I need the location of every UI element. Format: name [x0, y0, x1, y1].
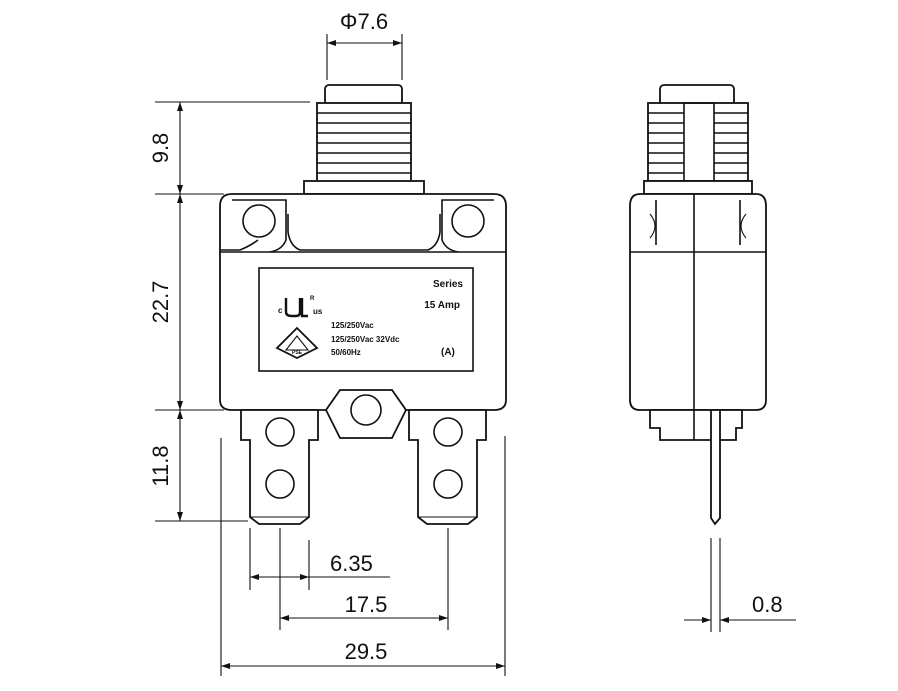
bushing-threads [317, 112, 411, 174]
bushing-nut [303, 180, 425, 195]
button-cap [324, 84, 403, 106]
ul-mark: c R us [278, 296, 323, 318]
side-breaker-body [629, 193, 767, 411]
left-terminal [240, 409, 319, 525]
pse-mark: PSE [275, 326, 319, 360]
label-voltage-ac: 125/250Vac [331, 321, 374, 330]
dim-terminal-thickness: 0.8 [752, 592, 783, 617]
svg-text:c: c [278, 306, 283, 315]
dim-button-diameter: Φ7.6 [340, 9, 388, 34]
label-voltage-acdc: 125/250Vac 32Vdc [331, 335, 400, 344]
right-terminal-hole-upper [433, 417, 463, 447]
right-terminal-hole-lower [433, 469, 463, 499]
side-threaded-bushing [647, 102, 749, 182]
side-hole-profile [649, 213, 747, 239]
dim-button-height: 9.8 [148, 133, 173, 164]
dim-terminal-spacing: 17.5 [345, 592, 388, 617]
svg-text:PSE: PSE [292, 350, 303, 356]
right-mount-hole [451, 204, 485, 238]
label-frequency: 50/60Hz [331, 348, 361, 357]
side-bushing-threads [648, 112, 748, 174]
front-view: Series 15 Amp c R us PSE 125/250Vac 125/… [219, 84, 507, 525]
left-ear [232, 199, 287, 253]
center-boss [324, 389, 408, 439]
label-plate [258, 267, 474, 372]
dim-body-width: 29.5 [345, 639, 388, 664]
svg-text:R: R [310, 296, 315, 302]
side-bushing-nut [643, 180, 753, 195]
breaker-body [219, 193, 507, 411]
right-ear [441, 199, 494, 253]
side-view [629, 84, 767, 526]
label-series: Series [433, 279, 463, 290]
label-mark: (A) [441, 347, 455, 358]
left-terminal-hole-upper [265, 417, 295, 447]
side-button-cap [659, 84, 735, 106]
dim-terminal-height: 11.8 [148, 445, 173, 486]
right-terminal [408, 409, 487, 525]
center-boss-hole [350, 394, 382, 426]
side-ear-edges [655, 200, 741, 245]
flange-outline [220, 214, 441, 251]
left-terminal-hole-lower [265, 469, 295, 499]
side-dimension: 0.8 [684, 538, 796, 632]
label-rating: 15 Amp [424, 300, 460, 311]
svg-text:us: us [313, 307, 323, 316]
dim-body-height: 22.7 [148, 281, 173, 324]
left-mount-hole [242, 204, 276, 238]
dim-terminal-width: 6.35 [330, 551, 373, 576]
side-terminal-blade [710, 409, 721, 526]
side-terminal-base [649, 409, 743, 441]
dimension-lines: Φ7.6 9.8 22.7 11.8 6.35 17.5 29.5 [148, 9, 506, 676]
